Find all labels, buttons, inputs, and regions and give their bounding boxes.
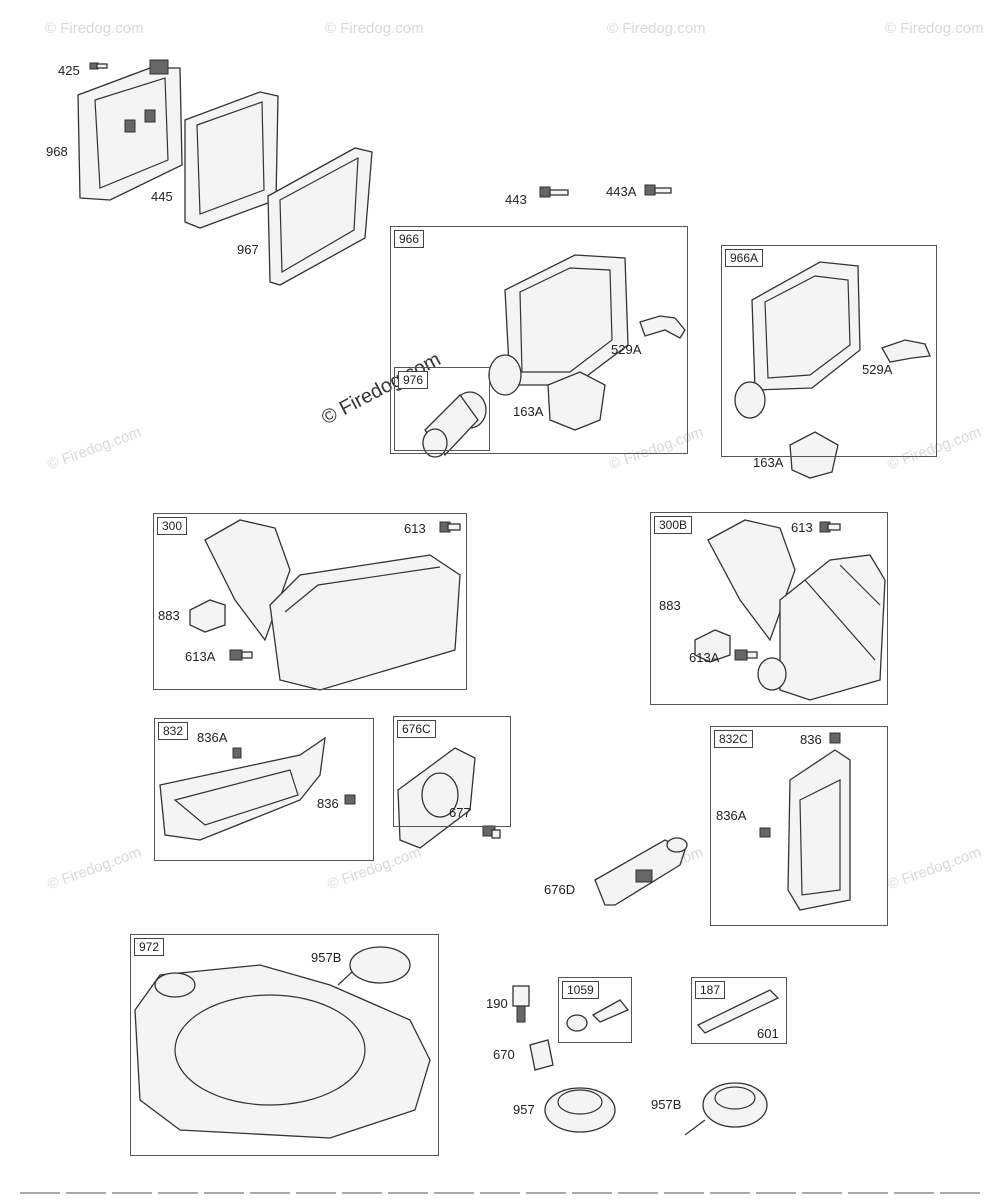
part-label-613A-300B: 613A <box>689 650 720 665</box>
group-box-187: 187 <box>691 977 787 1044</box>
bolt-443[interactable] <box>539 186 569 198</box>
part-label-613A-300: 613A <box>185 649 216 664</box>
air-cleaner-housing-966[interactable] <box>488 254 686 431</box>
part-label-163A-966A: 163A <box>753 455 784 470</box>
muffler-300[interactable] <box>189 519 461 691</box>
fuel-cap-957[interactable] <box>544 1087 616 1133</box>
air-cleaner-housing-966A[interactable] <box>734 261 931 479</box>
box-tag-966A: 966A <box>725 249 764 267</box>
group-box-300B: 300B <box>650 512 888 705</box>
valve-1059[interactable] <box>566 999 630 1032</box>
part-label-957: 957 <box>513 1102 535 1117</box>
group-box-972: 972 <box>130 934 439 1156</box>
bottom-rule <box>20 1192 980 1194</box>
box-tag-1059: 1059 <box>562 981 599 999</box>
muffler-guard-832C[interactable] <box>759 732 851 911</box>
fuel-tank-972[interactable] <box>134 946 431 1139</box>
part-label-445: 445 <box>151 189 173 204</box>
part-label-190: 190 <box>486 996 508 1011</box>
part-label-836-832C: 836 <box>800 732 822 747</box>
part-label-613-300B: 613 <box>791 520 813 535</box>
part-label-443: 443 <box>505 192 527 207</box>
group-box-966A: 966A <box>721 245 937 457</box>
box-tag-300B: 300B <box>654 516 693 534</box>
part-label-968: 968 <box>46 144 68 159</box>
box-tag-832C: 832C <box>714 730 753 748</box>
group-box-832: 832 <box>154 718 374 861</box>
part-label-443A: 443A <box>606 184 637 199</box>
part-label-529A-966A: 529A <box>862 362 893 377</box>
muffler-guard-832[interactable] <box>159 736 356 841</box>
part-label-529A-966: 529A <box>611 342 642 357</box>
adapter-676C[interactable] <box>397 747 501 849</box>
box-tag-300: 300 <box>157 517 188 535</box>
box-tag-832: 832 <box>158 722 189 740</box>
group-box-1059: 1059 <box>558 977 632 1043</box>
box-tag-676C: 676C <box>397 720 436 738</box>
part-label-957B: 957B <box>651 1097 682 1112</box>
group-box-676C: 676C <box>393 716 511 827</box>
box-tag-187: 187 <box>695 981 726 999</box>
fitting-190[interactable] <box>512 985 530 1023</box>
muffler-300B[interactable] <box>694 519 886 701</box>
part-label-836A-832C: 836A <box>716 808 747 823</box>
filter-445[interactable] <box>184 91 279 229</box>
pre-cleaner-967[interactable] <box>267 147 373 286</box>
part-label-676D: 676D <box>544 882 576 897</box>
fuel-line-187[interactable] <box>696 989 780 1034</box>
bolt-443A[interactable] <box>644 184 672 196</box>
part-label-425: 425 <box>58 63 80 78</box>
group-box-300: 300 <box>153 513 467 690</box>
watermark: © Firedog.com <box>325 20 424 37</box>
screw-425[interactable] <box>89 62 108 70</box>
part-label-883-300B: 883 <box>659 598 681 613</box>
part-label-163A-966: 163A <box>513 404 544 419</box>
part-label-883-300: 883 <box>158 608 180 623</box>
part-label-670: 670 <box>493 1047 515 1062</box>
group-box-976: 976 <box>394 367 490 451</box>
part-label-836-832: 836 <box>317 796 339 811</box>
watermark: © Firedog.com <box>45 20 144 37</box>
group-box-966: 966 <box>390 226 688 454</box>
part-label-967: 967 <box>237 242 259 257</box>
part-label-613-300: 613 <box>404 521 426 536</box>
part-label-601: 601 <box>757 1026 779 1041</box>
deflector-676D[interactable] <box>594 837 688 906</box>
box-tag-976: 976 <box>398 371 429 389</box>
part-label-836A-832: 836A <box>197 730 228 745</box>
fuel-cap-957B[interactable] <box>684 1082 768 1136</box>
group-box-832C: 832C <box>710 726 888 926</box>
box-tag-972: 972 <box>134 938 165 956</box>
box-tag-966: 966 <box>394 230 425 248</box>
watermark: © Firedog.com <box>885 20 984 37</box>
part-label-677: 677 <box>449 805 471 820</box>
bushing-670[interactable] <box>529 1039 554 1071</box>
air-cleaner-base-968[interactable] <box>77 59 183 201</box>
watermark: © Firedog.com <box>607 20 706 37</box>
part-label-957B-972: 957B <box>311 950 342 965</box>
